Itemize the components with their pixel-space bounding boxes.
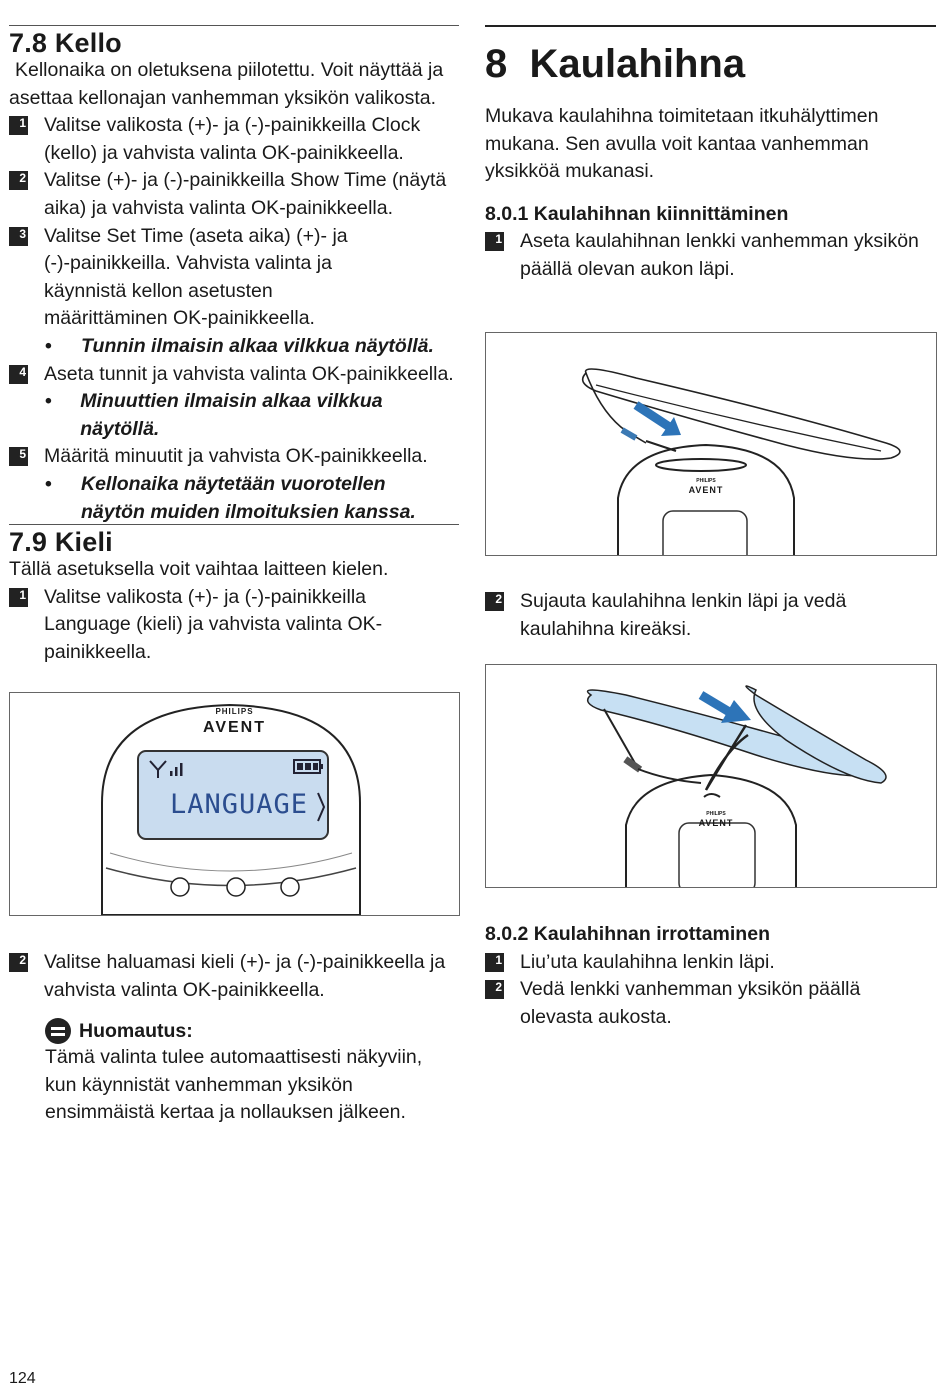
bullet-text: Kellonaika näytetään vuorotellen näytön … bbox=[81, 472, 416, 523]
brand-label: PHILIPS bbox=[215, 707, 254, 716]
chapter-heading: 8 Kaulahihna bbox=[485, 42, 746, 86]
step: 4 Aseta tunnit ja vahvista valinta OK-pa… bbox=[9, 361, 459, 389]
logo-label: AVENT bbox=[202, 719, 267, 736]
step-number: 5 bbox=[9, 447, 28, 467]
divider bbox=[9, 524, 459, 525]
step-text: Valitse Set Time (aseta aika) (+)- ja (-… bbox=[44, 224, 348, 330]
step-text: Valitse (+)- ja (-)-painikkeilla Show Ti… bbox=[44, 169, 447, 219]
fig-brand: PHILIPS bbox=[696, 478, 716, 484]
step-number: 3 bbox=[9, 226, 28, 246]
device-illustration bbox=[101, 703, 361, 915]
section-7-9-continued: 2 Valitse haluamasi kieli (+)- ja (-)-pa… bbox=[9, 949, 459, 1127]
chapter-intro: Mukava kaulahihna toimitetaan itkuhälytt… bbox=[485, 105, 879, 183]
strap-illustration bbox=[586, 685, 887, 887]
note-text: Tämä valinta tulee automaattisesti näkyv… bbox=[45, 1046, 423, 1124]
step-number: 1 bbox=[485, 952, 504, 972]
step: 1 Valitse valikosta (+)- ja (-)-painikke… bbox=[9, 112, 459, 167]
note-icon bbox=[45, 1018, 71, 1045]
section-heading: 7.9 Kieli bbox=[9, 527, 113, 557]
step-text: Sujauta kaulahihna lenkin läpi ja vedä k… bbox=[520, 590, 847, 640]
note-heading: Huomautus: bbox=[45, 1018, 459, 1045]
step-number: 4 bbox=[9, 364, 28, 384]
result-bullet: • Tunnin ilmaisin alkaa vilkkua näytöllä… bbox=[9, 333, 459, 361]
section-intro: Tällä asetuksella voit vaihtaa laitteen … bbox=[9, 558, 389, 580]
chapter-8-step2: 2 Sujauta kaulahihna lenkin läpi ja vedä… bbox=[485, 588, 936, 643]
step-text: Aseta tunnit ja vahvista valinta OK-pain… bbox=[44, 362, 454, 385]
note-title: Huomautus: bbox=[79, 1019, 193, 1042]
step: 2 Vedä lenkki vanhemman yksikön päällä o… bbox=[485, 976, 936, 1031]
step: 2 Sujauta kaulahihna lenkin läpi ja vedä… bbox=[485, 588, 936, 643]
step-number: 2 bbox=[9, 171, 28, 191]
step-number: 1 bbox=[9, 587, 28, 607]
strap-illustration bbox=[581, 368, 901, 555]
step-text: Valitse valikosta (+)- ja (-)-painikkeil… bbox=[44, 114, 421, 164]
step-number: 2 bbox=[9, 953, 28, 972]
strap-attach-figure-1: PHILIPS AVENT bbox=[485, 332, 937, 556]
subsection-heading: 8.0.1 Kaulahihnan kiinnittäminen bbox=[485, 202, 789, 225]
step-number: 2 bbox=[485, 980, 504, 1000]
step-number: 1 bbox=[9, 116, 28, 136]
screen-text: LANGUAGE bbox=[170, 789, 309, 820]
step: 3 Valitse Set Time (aseta aika) (+)- ja … bbox=[9, 223, 459, 333]
step: 1 Valitse valikosta (+)- ja (-)-painikke… bbox=[9, 584, 459, 667]
fig-brand: PHILIPS bbox=[706, 811, 726, 817]
result-bullet: • Minuuttien ilmaisin alkaa vilkkua näyt… bbox=[9, 388, 459, 443]
step-text: Määritä minuutit ja vahvista OK-painikke… bbox=[44, 445, 428, 468]
step: 1 Liu’uta kaulahihna lenkin läpi. bbox=[485, 949, 936, 977]
step: 2 Valitse (+)- ja (-)-painikkeilla Show … bbox=[9, 167, 459, 222]
step-text: Valitse haluamasi kieli (+)- ja (-)-pain… bbox=[44, 951, 446, 1001]
chapter-8: 8 Kaulahihna Mukava kaulahihna toimiteta… bbox=[485, 42, 936, 284]
subsection-heading: 8.0.2 Kaulahihnan irrottaminen bbox=[485, 923, 770, 945]
strap-attach-figure-2: PHILIPS AVENT bbox=[485, 664, 937, 888]
step-text: Vedä lenkki vanhemman yksikön päällä ole… bbox=[520, 978, 861, 1028]
step: 2 Valitse haluamasi kieli (+)- ja (-)-pa… bbox=[9, 949, 459, 1004]
device-screen-figure: PHILIPS AVENT LANGUAGE bbox=[9, 692, 460, 916]
section-7-8: 7.8 Kello Kellonaika on oletuksena piilo… bbox=[9, 28, 459, 526]
step-text: Aseta kaulahihnan lenkki vanhemman yksik… bbox=[520, 230, 919, 280]
page-number: 124 bbox=[9, 1370, 36, 1387]
fig-logo: AVENT bbox=[698, 818, 734, 828]
section-7-9: 7.9 Kieli Tällä asetuksella voit vaihtaa… bbox=[9, 527, 459, 666]
step-number: 2 bbox=[485, 592, 504, 611]
section-intro: Kellonaika on oletuksena piilotettu. Voi… bbox=[9, 59, 444, 109]
step-text: Valitse valikosta (+)- ja (-)-painikkeil… bbox=[44, 585, 383, 663]
divider bbox=[485, 25, 936, 27]
step-text: Liu’uta kaulahihna lenkin läpi. bbox=[520, 950, 775, 973]
result-bullet: • Kellonaika näytetään vuorotellen näytö… bbox=[9, 471, 459, 526]
bullet-text: Minuuttien ilmaisin alkaa vilkkua näytöl… bbox=[80, 390, 383, 440]
bullet-text: Tunnin ilmaisin alkaa vilkkua näytöllä. bbox=[81, 334, 434, 357]
section-heading: 7.8 Kello bbox=[9, 28, 122, 58]
fig-logo: AVENT bbox=[688, 485, 724, 495]
step-number: 1 bbox=[485, 232, 504, 252]
step: 5 Määritä minuutit ja vahvista OK-painik… bbox=[9, 443, 459, 471]
subsection-8-0-2: 8.0.2 Kaulahihnan irrottaminen 1 Liu’uta… bbox=[485, 921, 936, 1031]
divider bbox=[9, 25, 459, 26]
step: 1 Aseta kaulahihnan lenkki vanhemman yks… bbox=[485, 228, 936, 283]
